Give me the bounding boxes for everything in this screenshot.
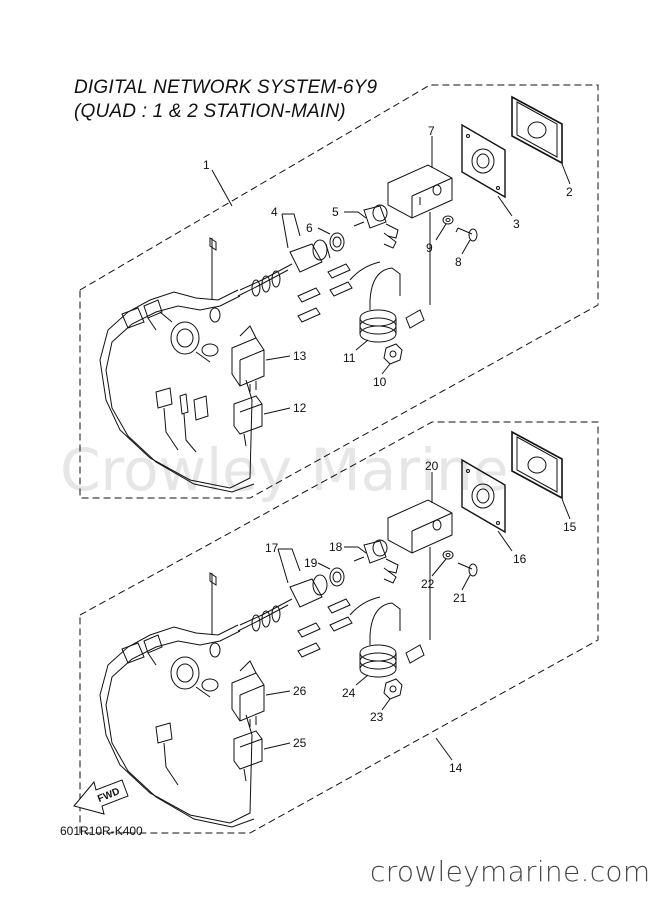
- callout-5: 5: [332, 205, 339, 219]
- ring-part-19: [329, 567, 345, 587]
- wire-leads-lower: [297, 598, 353, 658]
- round-plug-upper: [170, 307, 221, 363]
- leader-14: [435, 737, 453, 761]
- washer-part-9: [442, 215, 454, 225]
- switch-assembly-part-4: [99, 239, 331, 493]
- gasket-part-15: [511, 430, 563, 500]
- plug-connectors-upper: [121, 299, 173, 331]
- diagram-title-line2: (QUAD : 1 & 2 STATION-MAIN): [74, 101, 346, 122]
- leader-13: [265, 355, 291, 361]
- callout-6: 6: [306, 221, 313, 235]
- callout-2: 2: [566, 185, 573, 199]
- leader-3: [497, 195, 513, 217]
- leader-8: [461, 239, 471, 255]
- forward-arrow: FWD: [73, 779, 129, 815]
- leader-6: [317, 227, 331, 235]
- callout-12: 12: [293, 401, 307, 415]
- leader-9: [435, 223, 447, 241]
- leader-15: [561, 498, 571, 520]
- relay-part-26: [231, 660, 265, 727]
- callout-25: 25: [293, 736, 307, 750]
- leader-22: [431, 558, 447, 577]
- diagram-title-line1: DIGITAL NETWORK SYSTEM-6Y9: [74, 77, 378, 98]
- leader-19: [317, 562, 331, 570]
- cable-tie-upper: [209, 237, 217, 300]
- key-switch-part-5: [353, 204, 399, 249]
- callout-20: 20: [425, 459, 439, 473]
- key-switch-part-18: [353, 539, 399, 584]
- leader-5: [344, 211, 367, 219]
- callout-13: 13: [293, 349, 307, 363]
- round-plug-lower: [170, 642, 221, 698]
- connector-part-25: [233, 730, 263, 782]
- bracket-part-7: [387, 164, 453, 219]
- leader-16: [497, 530, 513, 552]
- callout-3: 3: [513, 217, 520, 231]
- connector-part-12: [233, 395, 263, 447]
- callout-24: 24: [342, 686, 356, 700]
- switch-assembly-part-17: [99, 574, 328, 828]
- bolt-part-8: [455, 227, 478, 242]
- callout-18: 18: [329, 540, 343, 554]
- leader-12: [263, 407, 291, 415]
- leader-24: [355, 674, 369, 686]
- lower-assembly-outline: [79, 421, 599, 834]
- leader-18: [344, 546, 367, 554]
- panel-plate-part-16: [461, 458, 506, 534]
- washer-part-22: [442, 550, 454, 560]
- bracket-part-20: [387, 499, 453, 554]
- callout-1: 1: [203, 158, 210, 172]
- callout-4: 4: [271, 205, 278, 219]
- callout-17: 17: [265, 541, 279, 555]
- callout-16: 16: [513, 552, 527, 566]
- leader-11: [355, 339, 369, 351]
- leader-1: [211, 169, 233, 207]
- watermark-text: Crowley Marine: [60, 436, 509, 504]
- upper-assembly-outline: [79, 84, 599, 499]
- plug-connectors-lower: [121, 634, 163, 666]
- callout-19: 19: [304, 556, 318, 570]
- ring-part-6: [329, 232, 345, 252]
- relay-part-13: [231, 325, 265, 392]
- wire-leads-upper: [297, 263, 353, 323]
- callout-7: 7: [428, 124, 435, 138]
- bolt-part-21: [457, 562, 478, 577]
- nut-part-10: [383, 343, 403, 365]
- callout-9: 9: [426, 241, 433, 255]
- small-connector-lower: [155, 722, 179, 786]
- leader-2: [561, 163, 571, 185]
- leader-25: [263, 742, 291, 750]
- footer-url[interactable]: crowleymarine.com: [370, 855, 651, 888]
- callout-26: 26: [293, 684, 307, 698]
- callout-21: 21: [453, 591, 467, 605]
- buzzer-coil-part-11: [349, 261, 425, 343]
- callout-8: 8: [455, 255, 462, 269]
- panel-plate-part-3: [461, 123, 506, 199]
- callout-10: 10: [373, 375, 387, 389]
- leader-17: [277, 548, 301, 584]
- leader-21: [461, 574, 471, 591]
- callout-22: 22: [421, 577, 435, 591]
- gasket-part-2: [511, 95, 563, 165]
- callout-11: 11: [343, 351, 356, 365]
- diagram-code: 601R10R-K400: [60, 824, 143, 838]
- nut-part-23: [383, 678, 403, 700]
- leader-10: [381, 363, 391, 375]
- cable-tie-lower: [209, 572, 217, 635]
- callout-23: 23: [370, 710, 384, 724]
- small-connectors-upper: [155, 387, 209, 453]
- callout-14: 14: [449, 761, 463, 775]
- buzzer-coil-part-24: [349, 596, 425, 678]
- leader-23: [381, 698, 391, 711]
- leader-26: [265, 690, 291, 696]
- leader-4: [281, 213, 301, 249]
- callout-15: 15: [563, 520, 577, 534]
